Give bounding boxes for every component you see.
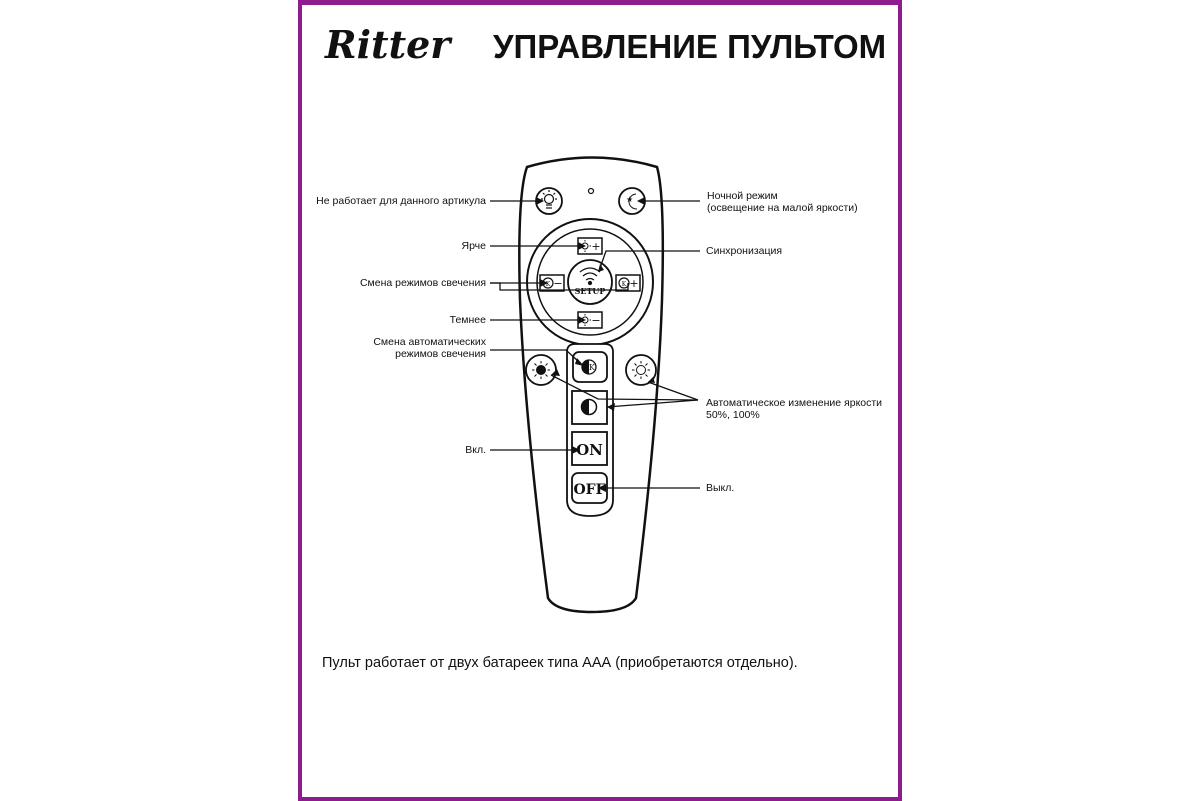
mode-plus-k: K [622, 281, 627, 288]
half-brightness-button [571, 390, 608, 425]
brand-logo: Ritter [325, 22, 451, 67]
mode-plus-sign: + [629, 277, 638, 290]
label-on: Вкл. [465, 444, 486, 456]
mode-plus-k-icon [618, 277, 630, 289]
label-off: Выкл. [706, 482, 735, 494]
off-label[interactable]: OFF [573, 482, 605, 498]
brighter-plus: + [591, 240, 600, 253]
label-mode-change: Смена режимов свечения [359, 277, 486, 289]
label-auto-brightness: Автоматическое изменение яркости [706, 397, 883, 409]
mode-minus-sign: − [553, 277, 562, 290]
mode-minus-k: K [546, 281, 551, 288]
label-auto-modes-2: режимов свечения [395, 348, 486, 360]
auto-k-letter: K [589, 363, 596, 372]
star-icon: ★ [626, 195, 633, 204]
auto-modes-button [572, 351, 608, 383]
dimmer-minus: − [591, 314, 600, 327]
setup-button [567, 259, 613, 305]
label-auto-modes: Смена автоматических [373, 336, 486, 348]
setup-label[interactable]: SETUP [575, 286, 606, 296]
arrowheads [536, 197, 655, 492]
page-title: УПРАВЛЕНИЕ ПУЛЬТОМ [493, 28, 887, 65]
battery-note: Пульт работает от двух батареек типа ААА… [322, 655, 798, 671]
indicator-led [587, 187, 595, 195]
label-brighter: Ярче [461, 240, 486, 252]
label-not-working: Не работает для данного артикула [316, 195, 486, 207]
label-night-mode: Ночной режим [707, 190, 778, 202]
label-night-mode-desc: (освещение на малой яркости) [707, 202, 858, 214]
label-auto-brightness-values: 50%, 100% [706, 409, 760, 421]
label-dimmer: Темнее [449, 314, 486, 326]
label-sync: Синхронизация [706, 245, 783, 257]
moon-icon [628, 193, 638, 210]
sun-dim-icon [532, 361, 550, 379]
leader-lines [490, 200, 700, 489]
on-label[interactable]: ON [576, 441, 603, 459]
sun-bright-button [625, 354, 657, 386]
lamp-icon [541, 190, 557, 209]
dpad-inner-ring [536, 228, 644, 336]
sun-bright-icon [632, 361, 650, 379]
